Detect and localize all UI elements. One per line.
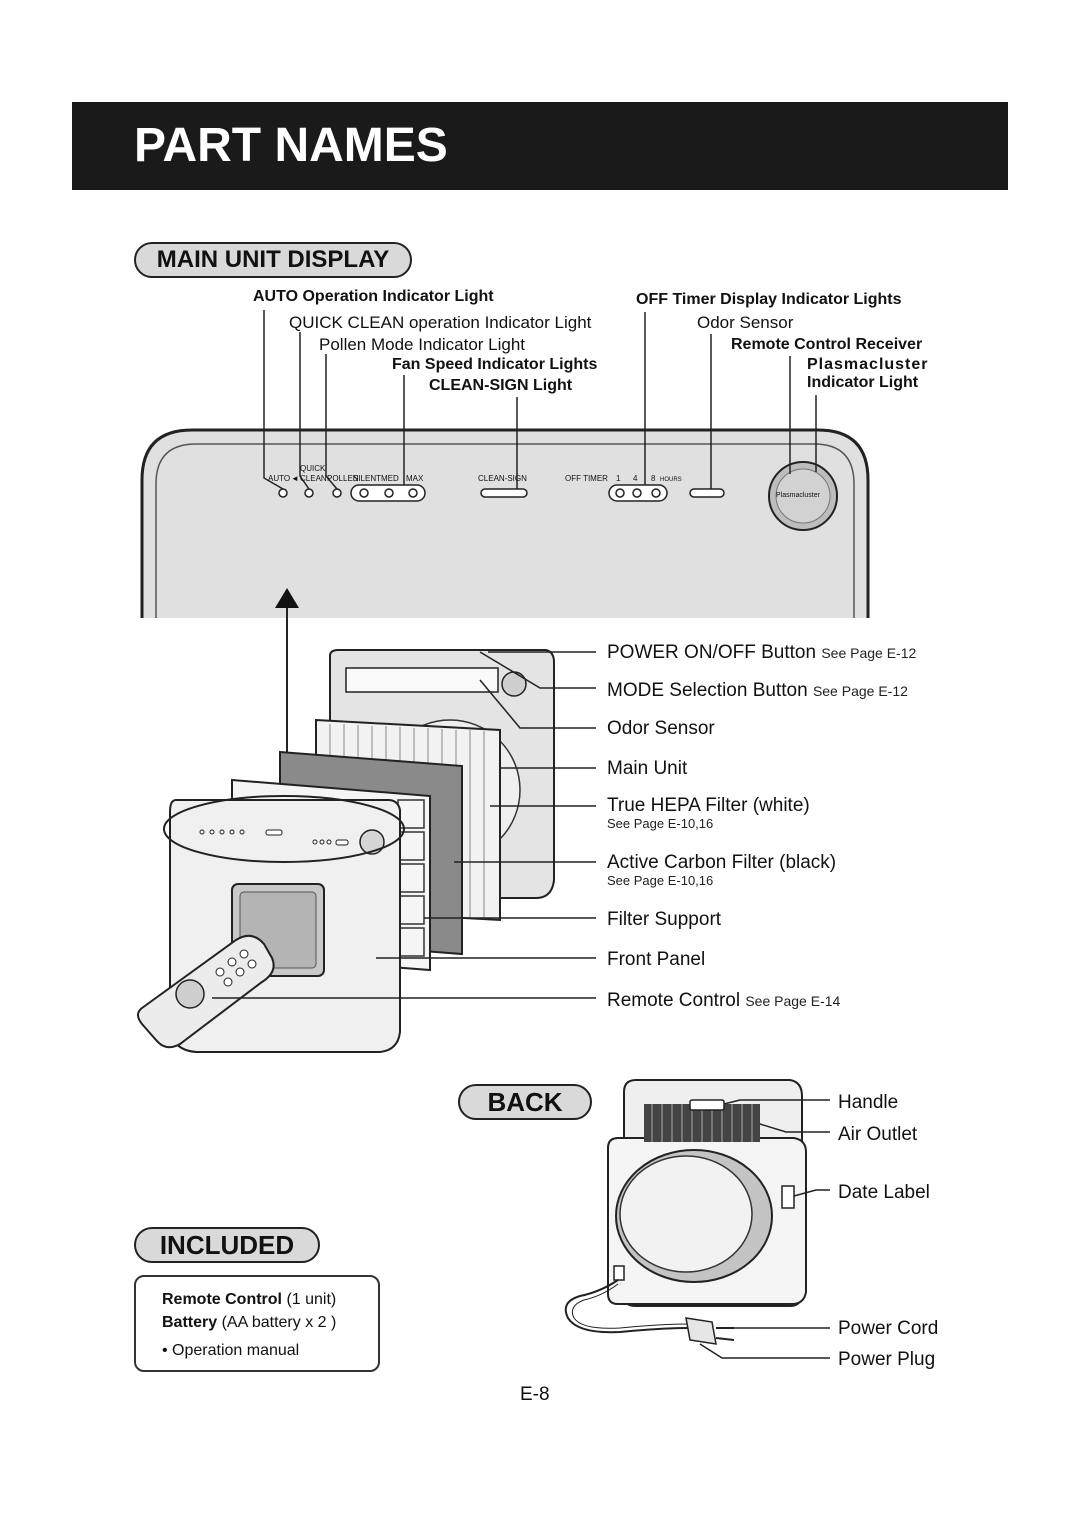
back-handle: Handle xyxy=(838,1092,899,1113)
page-number: E-8 xyxy=(520,1384,550,1405)
part-mode-button-name: MODE Selection Button xyxy=(607,680,808,701)
included-battery-label: Battery xyxy=(162,1314,218,1331)
part-power-button: POWER ON/OFF Button See Page E-12 xyxy=(607,643,916,662)
part-hepa-filter-ref: See Page E-10,16 xyxy=(607,816,714,831)
panel-quick: QUICK xyxy=(300,464,326,473)
included-remote-label: Remote Control xyxy=(162,1291,282,1308)
label-auto-indicator: AUTO Operation Indicator Light xyxy=(253,288,494,305)
panel-timer-8: 8 xyxy=(651,474,656,483)
part-main-unit: Main Unit xyxy=(607,758,688,779)
included-remote: Remote Control (1 unit) xyxy=(162,1292,336,1308)
display-leader-lines xyxy=(263,310,817,490)
part-remote-control-name: Remote Control xyxy=(607,990,741,1011)
part-hepa-filter: True HEPA Filter (white) xyxy=(607,795,810,816)
section-included: INCLUDED xyxy=(134,1227,320,1263)
included-manual: • Operation manual xyxy=(162,1342,300,1359)
panel-clean: CLEAN xyxy=(300,474,327,483)
page-title: PART NAMES xyxy=(134,119,448,172)
section-back: BACK xyxy=(458,1084,592,1120)
label-odor-sensor-display: Odor Sensor xyxy=(697,313,794,332)
included-battery-qty: (AA battery x 2 ) xyxy=(221,1314,337,1331)
included-remote-qty: (1 unit) xyxy=(286,1291,337,1308)
panel-plasmacluster: Plasmacluster xyxy=(776,492,820,499)
title-bar: PART NAMES xyxy=(72,102,1008,190)
label-plasmacluster-indicator: Indicator Light xyxy=(807,374,919,391)
back-leader-lines xyxy=(699,1099,830,1359)
section-main-unit-display: MAIN UNIT DISPLAY xyxy=(134,242,412,278)
back-power-cord: Power Cord xyxy=(838,1318,939,1339)
back-power-plug: Power Plug xyxy=(838,1349,936,1370)
included-battery: Battery (AA battery x 2 ) xyxy=(162,1315,336,1331)
main-unit-illustration xyxy=(137,649,555,1053)
label-fan-speed: Fan Speed Indicator Lights xyxy=(392,356,598,373)
section-main-unit-display-label: MAIN UNIT DISPLAY xyxy=(156,246,390,273)
panel-timer-1: 1 xyxy=(616,474,621,483)
part-carbon-filter: Active Carbon Filter (black) xyxy=(607,852,837,873)
back-date-label: Date Label xyxy=(838,1182,930,1203)
panel-timer-4: 4 xyxy=(633,474,638,483)
label-quick-clean-indicator: QUICK CLEAN operation Indicator Light xyxy=(289,313,592,332)
back-air-outlet: Air Outlet xyxy=(838,1124,918,1145)
panel-arrow-icon: ◄ xyxy=(291,474,299,483)
panel-hours: HOURS xyxy=(660,477,682,483)
back-unit-illustration xyxy=(564,1079,807,1345)
part-power-button-ref: See Page E-12 xyxy=(821,645,917,661)
part-mode-button-ref: See Page E-12 xyxy=(812,683,908,699)
panel-clean-sign: CLEAN-SIGN xyxy=(478,474,527,483)
section-back-label: BACK xyxy=(487,1086,563,1117)
panel-med: MED xyxy=(381,474,399,483)
section-included-label: INCLUDED xyxy=(159,1229,295,1260)
display-panel-illustration xyxy=(140,428,870,618)
part-power-button-name: POWER ON/OFF Button xyxy=(607,642,817,663)
label-plasmacluster: Plasmacluster xyxy=(807,356,929,373)
part-filter-support: Filter Support xyxy=(607,909,722,930)
part-mode-button: MODE Selection Button See Page E-12 xyxy=(607,681,908,700)
part-remote-control: Remote Control See Page E-14 xyxy=(607,991,840,1010)
panel-silent: SILENT xyxy=(353,474,382,483)
label-off-timer: OFF Timer Display Indicator Lights xyxy=(636,291,902,308)
panel-max: MAX xyxy=(406,474,424,483)
label-remote-receiver: Remote Control Receiver xyxy=(731,336,923,353)
part-front-panel: Front Panel xyxy=(607,949,706,970)
part-odor-sensor: Odor Sensor xyxy=(607,718,715,739)
part-carbon-filter-ref: See Page E-10,16 xyxy=(607,873,714,888)
part-leader-lines xyxy=(212,651,596,999)
label-pollen-indicator: Pollen Mode Indicator Light xyxy=(319,335,526,354)
included-list: Remote Control (1 unit) Battery (AA batt… xyxy=(134,1275,380,1372)
panel-off-timer: OFF TIMER xyxy=(565,474,608,483)
panel-pollen: POLLEN xyxy=(327,474,359,483)
label-clean-sign: CLEAN-SIGN Light xyxy=(429,377,573,394)
panel-auto: AUTO xyxy=(268,474,291,483)
part-remote-control-ref: See Page E-14 xyxy=(745,993,841,1009)
